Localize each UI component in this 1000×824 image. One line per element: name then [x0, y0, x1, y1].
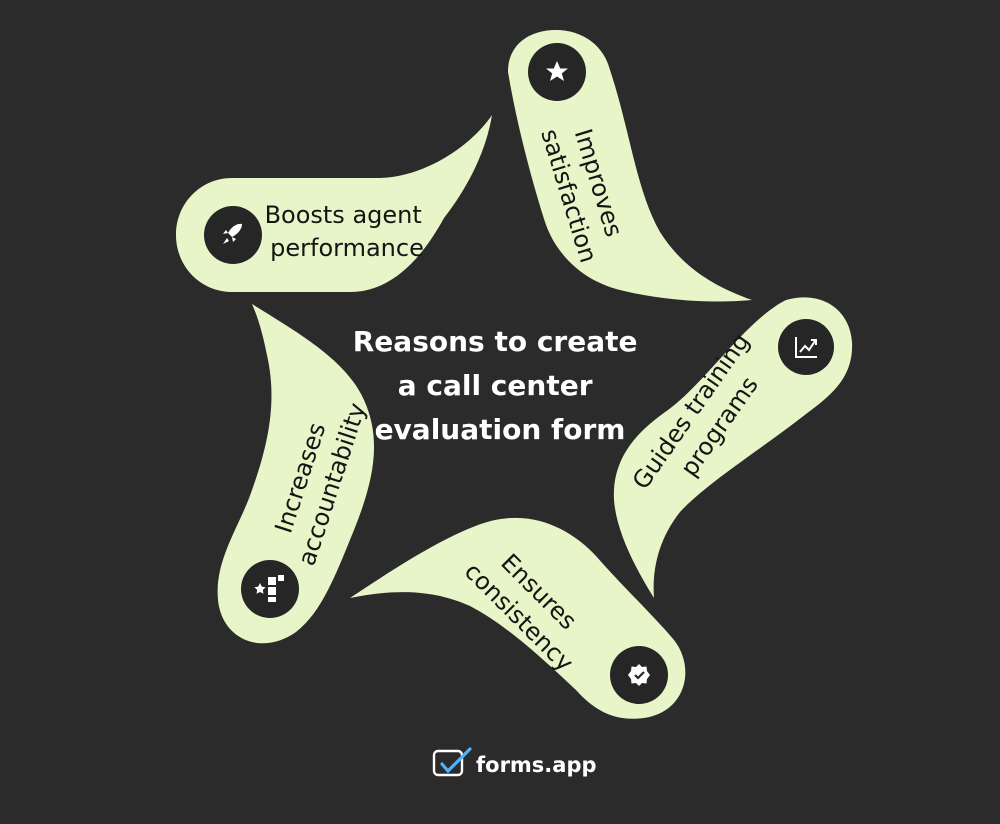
title-line1: Reasons to create	[353, 325, 638, 358]
forms-app-logo-icon	[432, 747, 472, 777]
brand-logo: forms.app	[432, 747, 597, 777]
chart-growth-icon	[795, 337, 817, 358]
accountability-icon	[254, 575, 284, 602]
petal-guides-training-programs: Guides training programs	[613, 297, 853, 598]
rocket-icon	[223, 223, 242, 244]
brand-name: forms.app	[476, 753, 597, 777]
petal-shape	[217, 304, 375, 644]
center-title: Reasons to create a call center evaluati…	[353, 325, 647, 446]
title-line2: a call center	[398, 369, 593, 402]
star-icon	[546, 61, 568, 81]
petal-label-line2: performance	[270, 234, 424, 262]
verified-badge-icon	[628, 664, 650, 686]
petal-increases-accountability: Increases accountability	[217, 304, 375, 644]
petal-boosts-agent-performance: Boosts agent performance	[176, 115, 492, 292]
svg-text:Boosts agent performance: Boosts agent performance	[265, 201, 430, 262]
petal-shape	[350, 517, 686, 719]
petal-label-line1: Boosts agent	[265, 201, 422, 229]
title-line3: evaluation form	[375, 413, 626, 446]
petal-improves-satisfaction: Improves satisfaction	[508, 30, 752, 302]
petal-shape	[613, 297, 853, 598]
